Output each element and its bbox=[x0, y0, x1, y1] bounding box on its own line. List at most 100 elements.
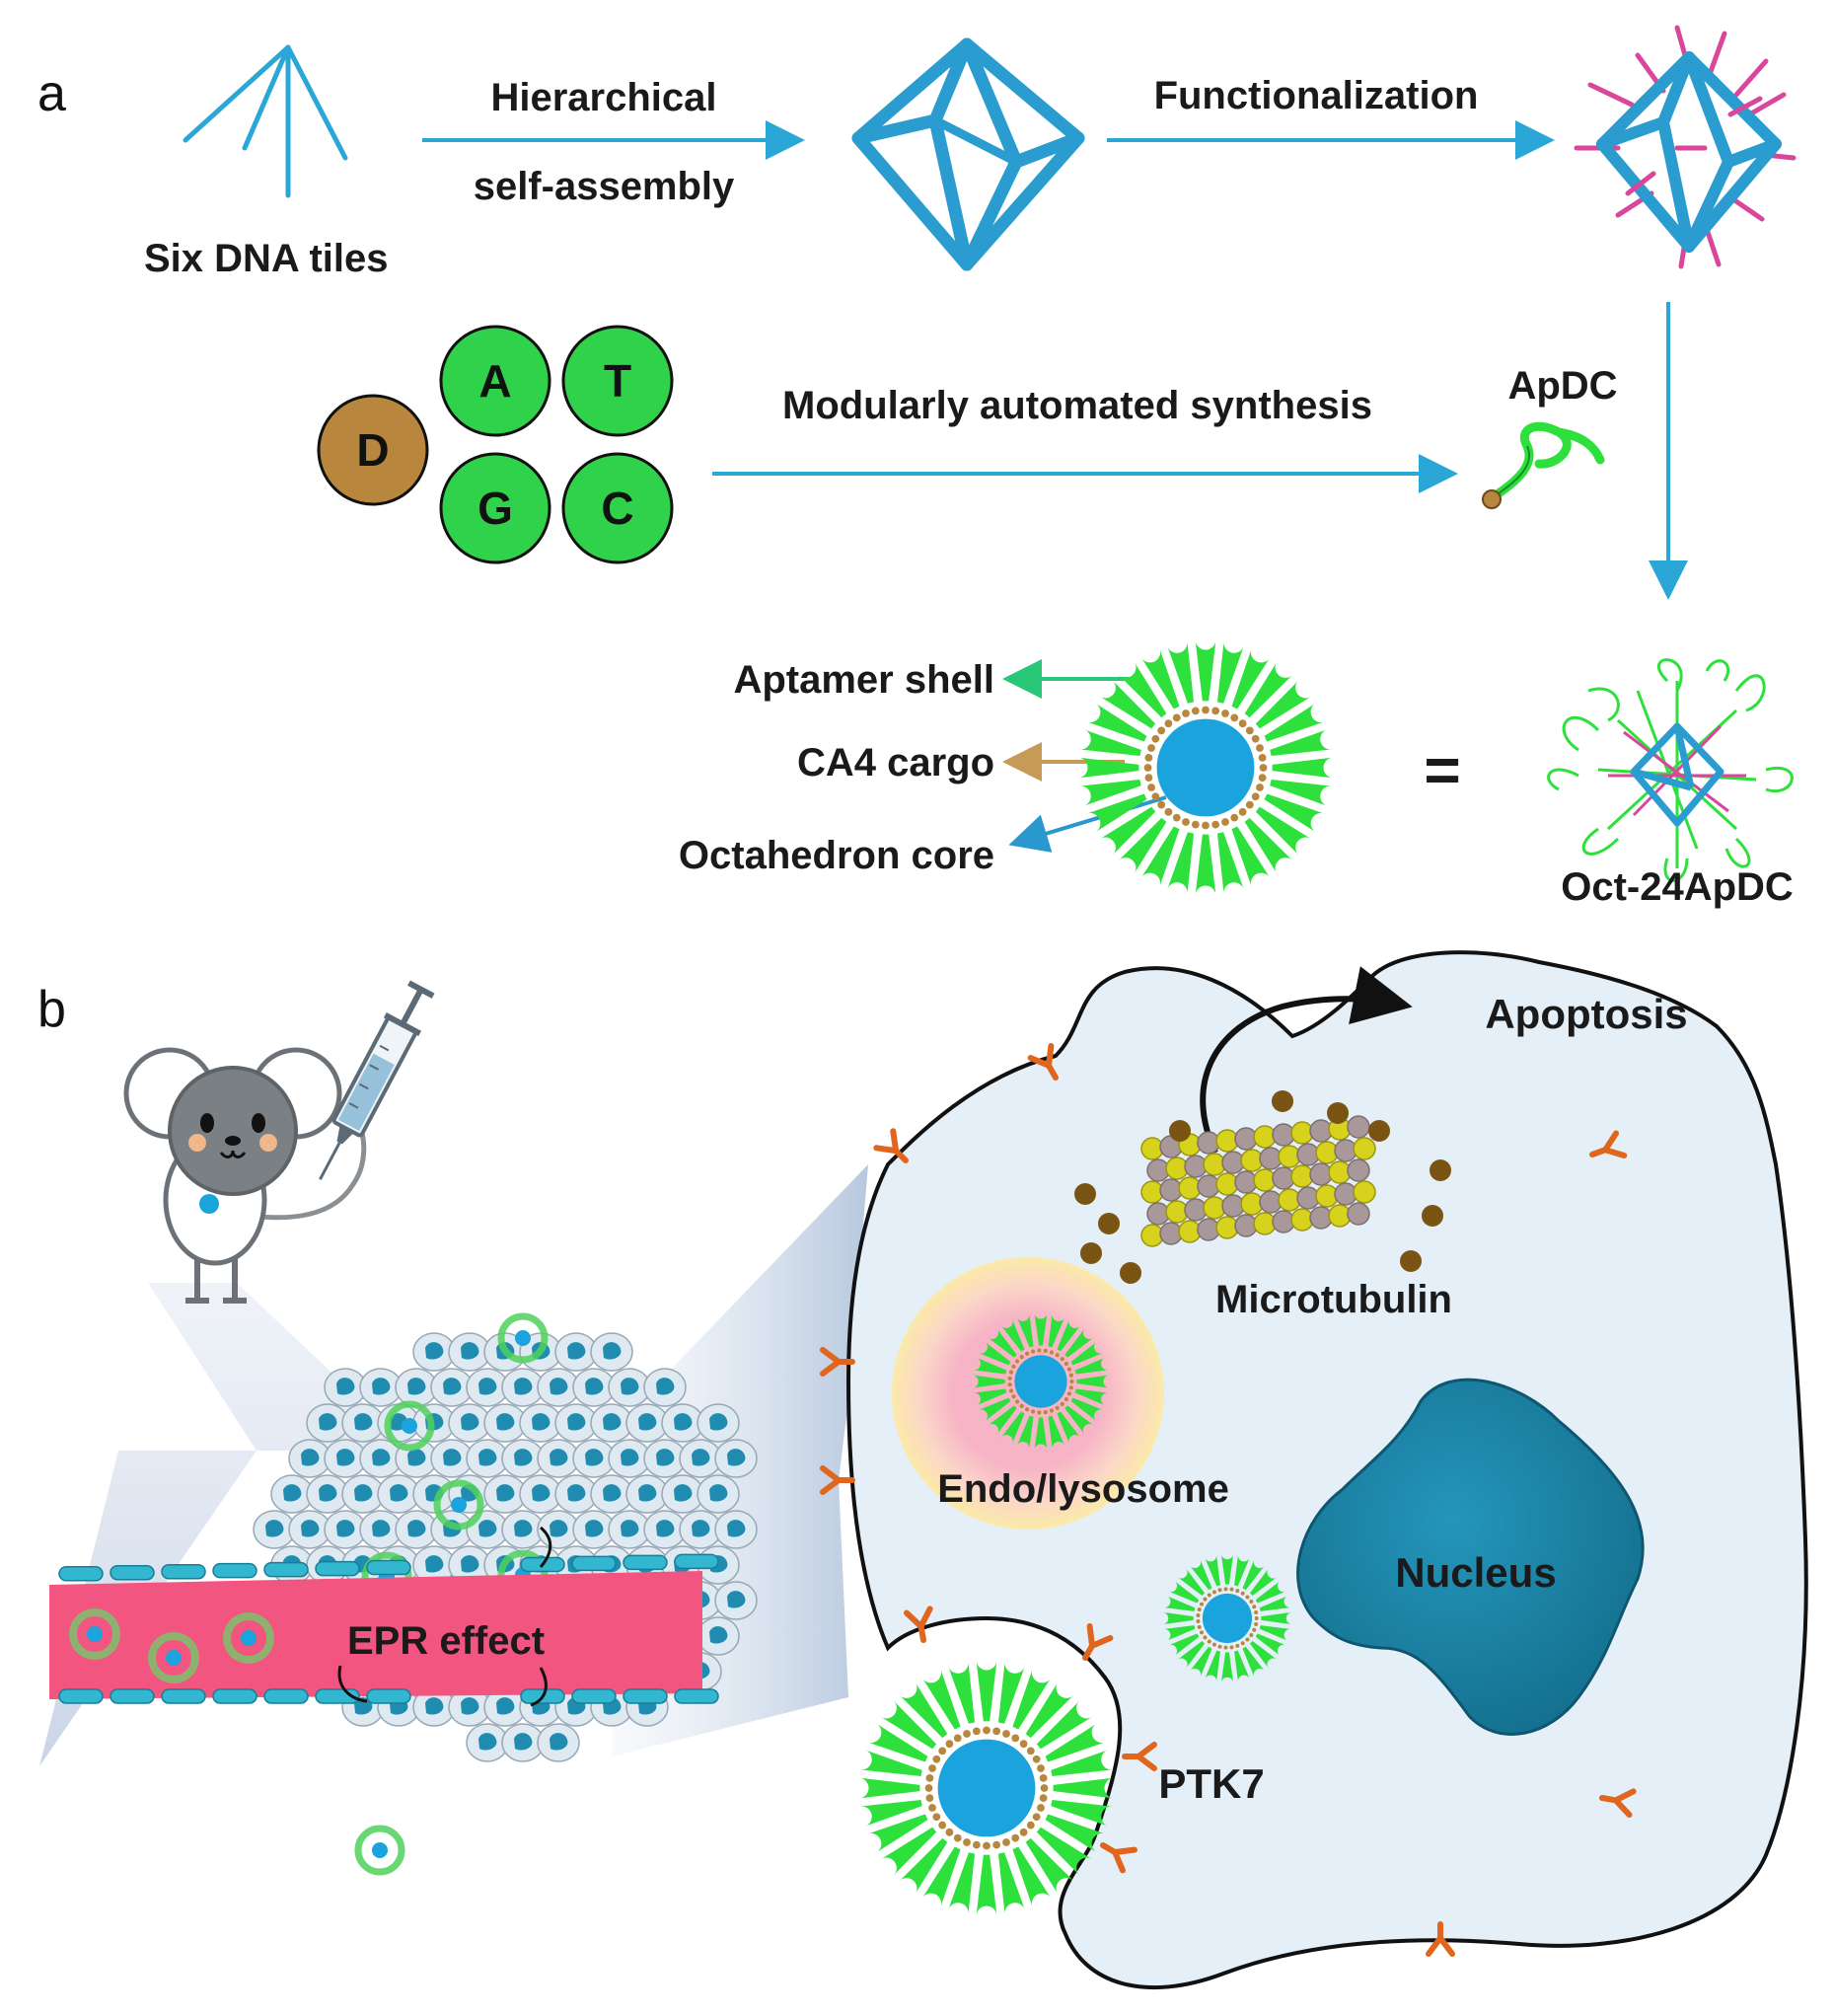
aptamer-strand bbox=[1176, 1567, 1206, 1597]
aptamer-strand bbox=[1220, 1652, 1234, 1683]
drug-bead bbox=[1008, 1370, 1014, 1375]
drug-bead bbox=[1223, 1645, 1228, 1650]
aptamer-strand bbox=[1048, 1312, 1065, 1348]
tumor-cell-nucleus bbox=[550, 1378, 568, 1395]
drug-bead bbox=[1069, 1379, 1074, 1384]
aptamer-strand bbox=[1166, 639, 1195, 704]
drug-bead bbox=[992, 1840, 1001, 1849]
drug-bead bbox=[1221, 818, 1229, 826]
drug-bead bbox=[1223, 1587, 1228, 1592]
tumor-cell-nucleus bbox=[603, 1484, 622, 1502]
drug-bead bbox=[1217, 1644, 1222, 1649]
drug-bead bbox=[1252, 1605, 1257, 1609]
tumor-cell-nucleus bbox=[354, 1697, 373, 1715]
equals-sign: = bbox=[1424, 734, 1460, 805]
aptamer-strand bbox=[1077, 757, 1139, 779]
aptamer-strand bbox=[1244, 660, 1294, 718]
functionalized-octahedron-icon bbox=[1574, 25, 1797, 269]
endosomal-nanostructure bbox=[972, 1312, 1110, 1451]
tumor-cell-nucleus bbox=[496, 1413, 515, 1431]
tumor-cell-nucleus bbox=[461, 1342, 479, 1360]
aptamer-strand bbox=[1045, 1723, 1107, 1762]
nucleotide-cluster bbox=[317, 325, 674, 564]
tumor-cell-nucleus bbox=[585, 1520, 604, 1537]
aptamer-strand bbox=[1053, 1777, 1115, 1799]
core-legend-arrow bbox=[1008, 795, 1167, 853]
endothelial-cell bbox=[161, 1688, 206, 1704]
aptamer-strand bbox=[1261, 1611, 1292, 1625]
endothelial-cell bbox=[212, 1688, 257, 1704]
ca4-drug bbox=[1368, 1120, 1390, 1142]
aptamer-strand bbox=[1176, 1640, 1206, 1670]
drug-bead bbox=[1251, 734, 1260, 743]
tumor-cell-nucleus bbox=[443, 1378, 462, 1395]
ptk7-receptor bbox=[1599, 1788, 1637, 1819]
tumor-cell-nucleus bbox=[709, 1413, 728, 1431]
aptamer-strand bbox=[1264, 703, 1326, 742]
aptamer-strand bbox=[978, 1341, 1011, 1366]
aptamer-strand bbox=[1234, 1650, 1251, 1683]
drug-bead bbox=[945, 1828, 954, 1836]
tumor-cell-nucleus bbox=[514, 1733, 533, 1751]
aptamer-strand bbox=[1167, 1580, 1200, 1604]
endothelial-cell bbox=[315, 1560, 360, 1577]
aptamer-strand bbox=[1166, 832, 1195, 896]
tumor-cell-nucleus bbox=[461, 1413, 479, 1431]
drug-bead bbox=[1055, 1405, 1060, 1410]
aptamer-strand bbox=[1064, 1405, 1095, 1436]
aptamer-strand bbox=[1077, 728, 1141, 757]
nucleus-label: Nucleus bbox=[1395, 1549, 1556, 1596]
aptamer-strand bbox=[1255, 806, 1313, 857]
drug-bead bbox=[1164, 719, 1173, 728]
aptamer-strand bbox=[1074, 1388, 1110, 1406]
drug-bead bbox=[1066, 1391, 1072, 1396]
accumulated-nanostructure bbox=[384, 1400, 435, 1452]
drug-bead bbox=[945, 1740, 954, 1749]
drug-bead bbox=[1207, 1639, 1211, 1644]
endothelial-cell bbox=[110, 1688, 155, 1704]
drug-bead bbox=[1182, 818, 1190, 826]
drug-bead bbox=[938, 1747, 947, 1755]
aptamer-strand bbox=[1076, 1375, 1110, 1388]
drug-bead bbox=[1230, 813, 1239, 822]
drug-bead bbox=[1252, 1627, 1257, 1632]
drug-bead bbox=[1002, 1838, 1010, 1846]
aptamer-strand bbox=[1048, 1415, 1065, 1451]
tumor-cell-nucleus bbox=[621, 1378, 639, 1395]
tiles-label: Six DNA tiles bbox=[144, 237, 388, 280]
aptamer-strand bbox=[866, 1723, 928, 1762]
tumor-cell-nucleus bbox=[478, 1733, 497, 1751]
aptamer-strand bbox=[1034, 1417, 1048, 1451]
aptamer-strand bbox=[1016, 1312, 1034, 1348]
aptamer-strand bbox=[866, 1814, 928, 1853]
aptamer-strand bbox=[1074, 1357, 1110, 1375]
drug-bead bbox=[1014, 1359, 1020, 1364]
aptamer-strand bbox=[1016, 1415, 1034, 1451]
ca4-drug bbox=[1080, 1242, 1102, 1264]
aptamer-strand bbox=[987, 1405, 1017, 1436]
aptamer-strand bbox=[879, 1827, 937, 1877]
tumor-cell-nucleus bbox=[727, 1591, 746, 1608]
accumulated-nanostructure bbox=[433, 1479, 484, 1531]
tubulin-beta bbox=[1347, 1202, 1370, 1226]
aptamer-strand bbox=[1216, 639, 1245, 704]
cargo-legend-label: CA4 cargo bbox=[797, 741, 994, 784]
drug-bead bbox=[1245, 800, 1254, 809]
aptamer-strand bbox=[1167, 1633, 1200, 1657]
assembly-label-line2: self-assembly bbox=[474, 165, 735, 208]
circulating-nanostructure bbox=[148, 1632, 199, 1683]
aptamer-strand bbox=[1085, 703, 1147, 742]
drug-bead bbox=[1251, 792, 1260, 801]
drug-bead bbox=[1147, 744, 1155, 752]
drug-bead bbox=[928, 1764, 936, 1772]
endolysosome-label: Endo/lysosome bbox=[937, 1467, 1229, 1511]
internalized-nanostructure bbox=[1162, 1553, 1292, 1683]
nucleotide-C bbox=[561, 452, 674, 564]
aptamer-strand bbox=[921, 1846, 961, 1908]
drug-bead bbox=[1037, 1348, 1042, 1353]
aptamer-strand bbox=[1272, 757, 1334, 779]
drug-bead bbox=[1043, 1410, 1048, 1415]
tumor-cell-nucleus bbox=[478, 1520, 497, 1537]
drug-bead bbox=[1254, 1616, 1259, 1620]
tumor-cell-nucleus bbox=[514, 1520, 533, 1537]
